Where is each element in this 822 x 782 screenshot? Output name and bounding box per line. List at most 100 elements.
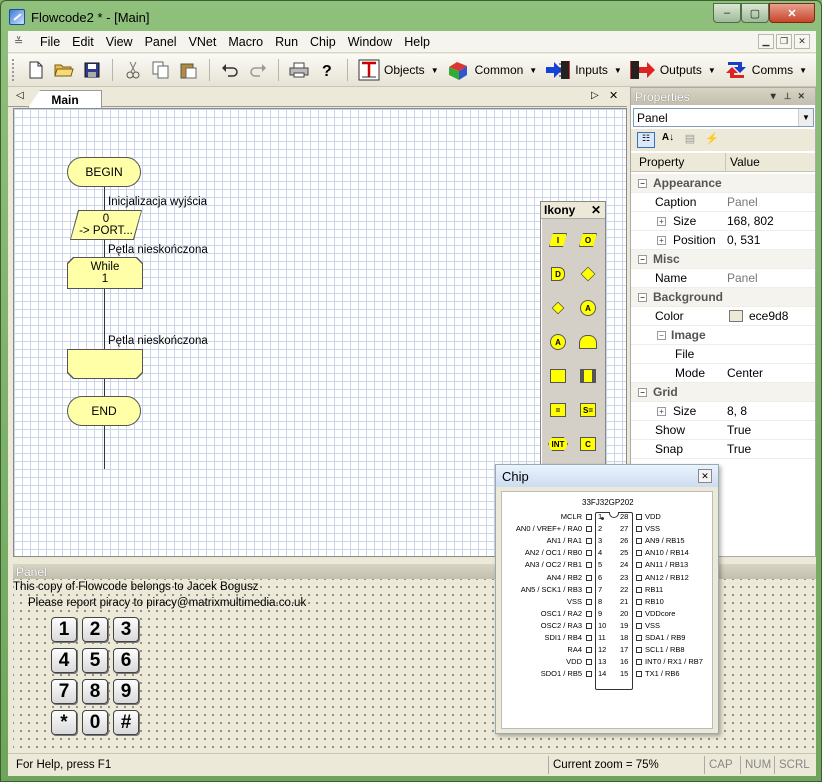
chip-pin[interactable]	[586, 514, 592, 520]
keypad-key[interactable]: 3	[113, 617, 139, 642]
component-macro-icon[interactable]: A	[547, 332, 569, 352]
delay-icon[interactable]: D	[547, 264, 569, 284]
property-row[interactable]: −Image	[631, 326, 815, 345]
menu-window[interactable]: Window	[347, 34, 393, 49]
connection-point-icon[interactable]	[547, 298, 569, 318]
objects-dropdown[interactable]: Objects ▼	[354, 57, 443, 83]
chip-pin[interactable]	[586, 647, 592, 654]
chip-pin[interactable]	[636, 550, 642, 557]
property-row[interactable]: −Misc	[631, 250, 815, 269]
minimize-button[interactable]: ‒	[713, 3, 741, 23]
categorized-icon[interactable]: ☷	[637, 132, 655, 148]
chip-pin[interactable]	[636, 659, 642, 666]
keypad-key[interactable]: 2	[82, 617, 108, 642]
menu-macro[interactable]: Macro	[228, 34, 264, 49]
output-icon[interactable]: O	[577, 230, 599, 250]
sub-macro-icon[interactable]	[547, 366, 569, 386]
interrupt-icon[interactable]: INT	[547, 434, 569, 454]
close-button[interactable]: ✕	[769, 3, 815, 23]
print-icon[interactable]	[287, 58, 311, 82]
tab-close-icon[interactable]: ✕	[609, 90, 619, 102]
loop-start-block[interactable]: While 1	[67, 257, 143, 289]
chip-pin[interactable]	[586, 526, 592, 533]
expand-icon[interactable]: +	[657, 217, 666, 226]
chip-pin[interactable]	[586, 671, 592, 678]
redo-icon[interactable]	[246, 58, 270, 82]
keypad-key[interactable]: #	[113, 710, 139, 735]
menu-run[interactable]: Run	[275, 34, 299, 49]
collapse-icon[interactable]: −	[638, 179, 647, 188]
menu-view[interactable]: View	[105, 34, 133, 49]
chip-pin[interactable]	[636, 598, 642, 605]
keypad-key[interactable]: *	[51, 710, 77, 735]
help-icon[interactable]: ?	[315, 58, 339, 82]
outputs-dropdown[interactable]: Outputs ▼	[626, 57, 720, 83]
expand-icon[interactable]: +	[657, 407, 666, 416]
chip-pin[interactable]	[636, 610, 642, 617]
collapse-icon[interactable]: −	[638, 255, 647, 264]
ikony-close-icon[interactable]: ✕	[590, 203, 601, 217]
keypad-key[interactable]: 1	[51, 617, 77, 642]
chip-pin[interactable]	[636, 526, 642, 533]
menu-vnet[interactable]: VNet	[188, 34, 217, 49]
comms-dropdown[interactable]: Comms ▼	[720, 57, 811, 83]
tab-scroll-right-icon[interactable]: ▷	[591, 90, 599, 101]
mdi-restore-icon[interactable]: ❐	[776, 34, 792, 49]
chip-pin[interactable]	[586, 635, 592, 641]
chip-close-icon[interactable]: ✕	[698, 469, 712, 483]
chip-pin[interactable]	[586, 574, 592, 581]
undo-icon[interactable]	[218, 58, 242, 82]
input-icon[interactable]: I	[547, 230, 569, 250]
menu-chip[interactable]: Chip	[310, 34, 336, 49]
calculation-icon[interactable]: =	[547, 400, 569, 420]
menu-file[interactable]: File	[40, 34, 61, 49]
events-icon[interactable]: ⚡	[705, 133, 719, 145]
chip-pin[interactable]	[636, 514, 642, 520]
property-row[interactable]: −Appearance	[631, 174, 815, 193]
keypad-key[interactable]: 9	[113, 679, 139, 704]
tab-scroll-left-icon[interactable]: ◁	[16, 90, 24, 101]
c-code-icon[interactable]: C	[577, 434, 599, 454]
menu-panel[interactable]: Panel	[144, 34, 177, 49]
chip-pin[interactable]	[586, 562, 592, 569]
chip-pin[interactable]	[586, 598, 592, 605]
keypad-key[interactable]: 8	[82, 679, 108, 704]
chip-pin[interactable]	[636, 538, 642, 545]
keypad-key[interactable]: 4	[51, 648, 77, 673]
keypad-key[interactable]: 6	[113, 648, 139, 673]
chip-pin[interactable]	[636, 574, 642, 581]
keypad-key[interactable]: 7	[51, 679, 77, 704]
chip-pin[interactable]	[636, 635, 642, 641]
chip-pin[interactable]	[636, 586, 642, 593]
document-menu-icon[interactable]: ≚	[14, 35, 24, 48]
property-row[interactable]: File	[631, 345, 815, 364]
chip-pin[interactable]	[586, 538, 592, 545]
property-row[interactable]: −Background	[631, 288, 815, 307]
decision-icon[interactable]	[577, 264, 599, 284]
common-dropdown[interactable]: Common ▼	[443, 57, 542, 83]
properties-pin-close-icon[interactable]: ▼⊥✕	[768, 91, 811, 101]
macro-call-icon[interactable]: A	[577, 298, 599, 318]
string-manipulation-icon[interactable]: S=	[577, 400, 599, 420]
properties-object-select[interactable]: Panel ▼	[633, 108, 814, 127]
paste-icon[interactable]	[177, 58, 201, 82]
chip-pin[interactable]	[636, 562, 642, 569]
output-block[interactable]: 0 -> PORT...	[70, 210, 142, 240]
chip-pin[interactable]	[636, 622, 642, 629]
chip-pin[interactable]	[586, 610, 592, 617]
tab-main[interactable]: Main	[28, 90, 102, 108]
loop-icon[interactable]	[577, 332, 599, 352]
chip-pin[interactable]	[586, 550, 592, 557]
copy-icon[interactable]	[149, 58, 173, 82]
collapse-icon[interactable]: −	[657, 331, 666, 340]
chip-pin[interactable]	[636, 671, 642, 678]
inputs-dropdown[interactable]: Inputs ▼	[541, 57, 626, 83]
alphabetical-sort-icon[interactable]: A↓	[661, 132, 675, 143]
